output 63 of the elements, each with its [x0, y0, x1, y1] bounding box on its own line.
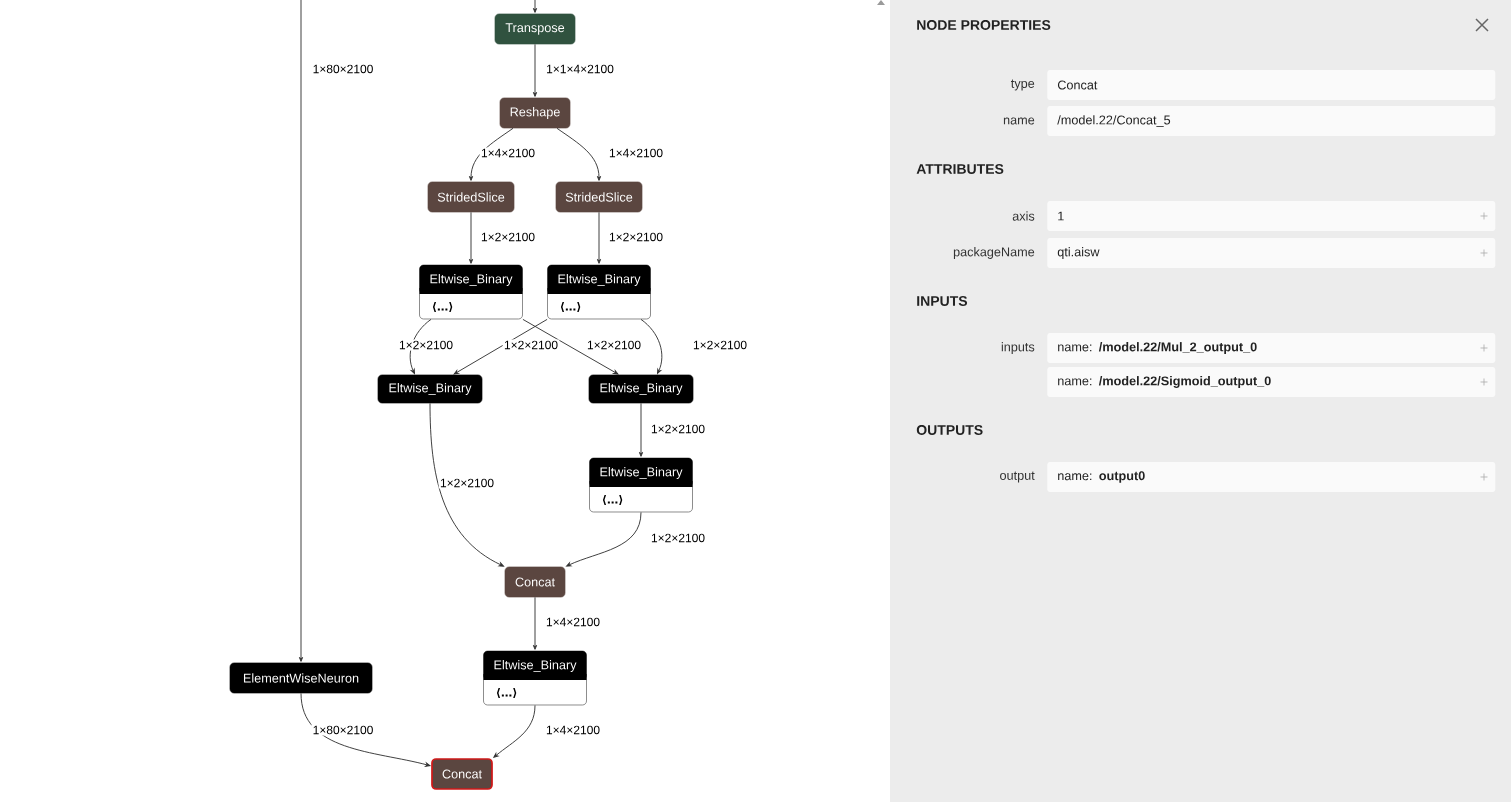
- edge-label: 1×4×2100: [609, 148, 663, 158]
- operator-box: StridedSlice: [427, 181, 515, 213]
- edge-label: 1×2×2100: [399, 340, 453, 350]
- edge-label: 1×4×2100: [481, 148, 535, 158]
- operator-box: Eltwise_Binary ⟨…⟩: [419, 264, 523, 320]
- arrow: [429, 402, 504, 567]
- value-field: Concat: [1047, 70, 1496, 100]
- arrow: [453, 318, 548, 375]
- operator-box: Concat: [504, 566, 566, 598]
- value-field: qti.aisw: [1047, 238, 1496, 268]
- value-field: /model.22/Concat_5: [1047, 106, 1496, 136]
- value-field: name: output0: [1047, 462, 1496, 492]
- operator-box: Eltwise_Binary: [588, 374, 694, 404]
- arrow: [532, 0, 538, 13]
- operator-box: Reshape: [499, 97, 571, 129]
- edge-label: 1×4×2100: [546, 617, 600, 627]
- edge-label: 1×2×2100: [651, 424, 705, 434]
- operator-box: ElementWiseNeuron: [229, 662, 373, 694]
- edge-label: 1×2×2100: [587, 340, 641, 350]
- operator-box: Transpose: [494, 13, 576, 45]
- property-key: inputs: [1001, 342, 1035, 354]
- arrow: [638, 402, 644, 457]
- operator-box: StridedSlice: [555, 181, 643, 213]
- edge-label: 1×2×2100: [651, 533, 705, 543]
- value-field: 1: [1047, 201, 1496, 231]
- arrow: [493, 704, 536, 758]
- arrow: [468, 211, 474, 264]
- edge-label: 1×2×2100: [693, 340, 747, 350]
- section-heading: OUTPUTS: [916, 425, 983, 435]
- arrow: [532, 43, 538, 97]
- edge-label: 1×2×2100: [440, 478, 494, 488]
- operator-box: Eltwise_Binary: [377, 374, 483, 404]
- arrow: [298, 0, 304, 662]
- edge-label: 1×2×2100: [481, 232, 535, 242]
- property-key: packageName: [953, 247, 1035, 259]
- arrow: [532, 596, 538, 650]
- section-heading: NODE PROPERTIES: [917, 20, 1051, 30]
- property-key: output: [1000, 471, 1035, 483]
- arrow: [409, 318, 432, 374]
- section-heading: ATTRIBUTES: [916, 164, 1004, 174]
- operator-box: Eltwise_Binary ⟨…⟩: [589, 457, 693, 513]
- edge-label: 1×4×2100: [546, 725, 600, 735]
- arrow: [468, 127, 514, 181]
- operator-box: Concat: [431, 758, 493, 790]
- value-field: name: /model.22/Sigmoid_output_0: [1047, 367, 1496, 397]
- property-key: name: [1003, 117, 1035, 125]
- edge-label: 1×1×4×2100: [547, 64, 614, 74]
- arrow: [640, 318, 663, 374]
- arrow: [300, 692, 431, 767]
- arrow: [566, 511, 642, 567]
- operator-box: Eltwise_Binary ⟨…⟩: [547, 264, 651, 320]
- operator-box: Eltwise_Binary ⟨…⟩: [483, 650, 587, 706]
- section-heading: INPUTS: [917, 296, 968, 306]
- edge-label: 1×80×2100: [313, 725, 373, 735]
- property-key: type: [1011, 79, 1035, 91]
- edge-label: 1×80×2100: [313, 64, 373, 74]
- edge-label: 1×2×2100: [609, 232, 663, 242]
- value-field: name: /model.22/Mul_2_output_0: [1047, 333, 1496, 363]
- edge-label: 1×2×2100: [504, 340, 558, 350]
- property-key: axis: [1012, 211, 1035, 221]
- arrow: [556, 127, 602, 181]
- arrow: [522, 318, 619, 375]
- arrow: [596, 211, 602, 264]
